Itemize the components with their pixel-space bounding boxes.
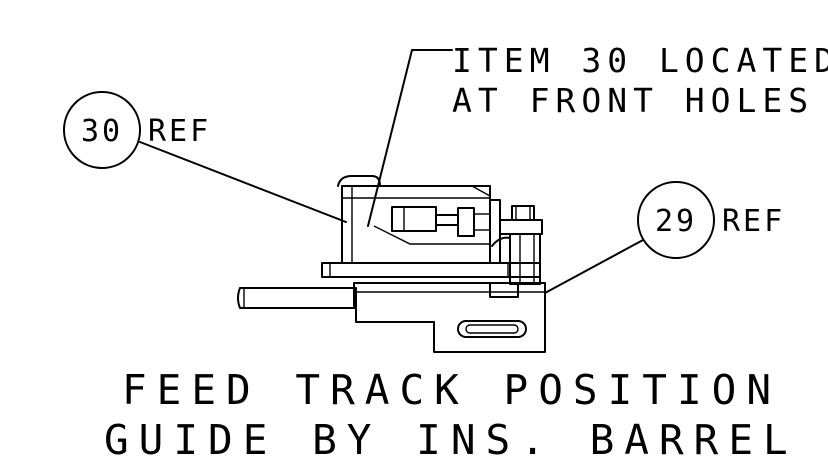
clamp-foot — [489, 282, 519, 298]
leader-30 — [139, 141, 347, 223]
balloon-30 — [63, 91, 141, 169]
callout-29: 29 REF — [544, 181, 785, 294]
view-title-line-1: FEED TRACK POSITION — [122, 366, 781, 414]
callout-30: 30 REF — [63, 91, 347, 223]
balloon-29 — [637, 181, 715, 259]
item-30-block — [337, 175, 491, 264]
item-29-post — [489, 199, 543, 298]
base-bracket — [353, 282, 546, 353]
balloon-30-ref: REF — [148, 114, 211, 149]
leader-29 — [544, 239, 644, 294]
note-line-2: AT FRONT HOLES — [452, 81, 814, 120]
balloon-29-ref: REF — [722, 204, 785, 239]
note-line-1: ITEM 30 LOCATED — [452, 41, 828, 80]
balloon-30-number: 30 — [81, 114, 123, 149]
shaft — [237, 287, 357, 309]
slot — [457, 320, 527, 338]
balloon-29-number: 29 — [655, 204, 697, 239]
note-leader — [367, 49, 453, 227]
assembly-drawing — [237, 175, 546, 353]
view-title-line-2: GUIDE BY INS. BARREL — [104, 416, 798, 464]
